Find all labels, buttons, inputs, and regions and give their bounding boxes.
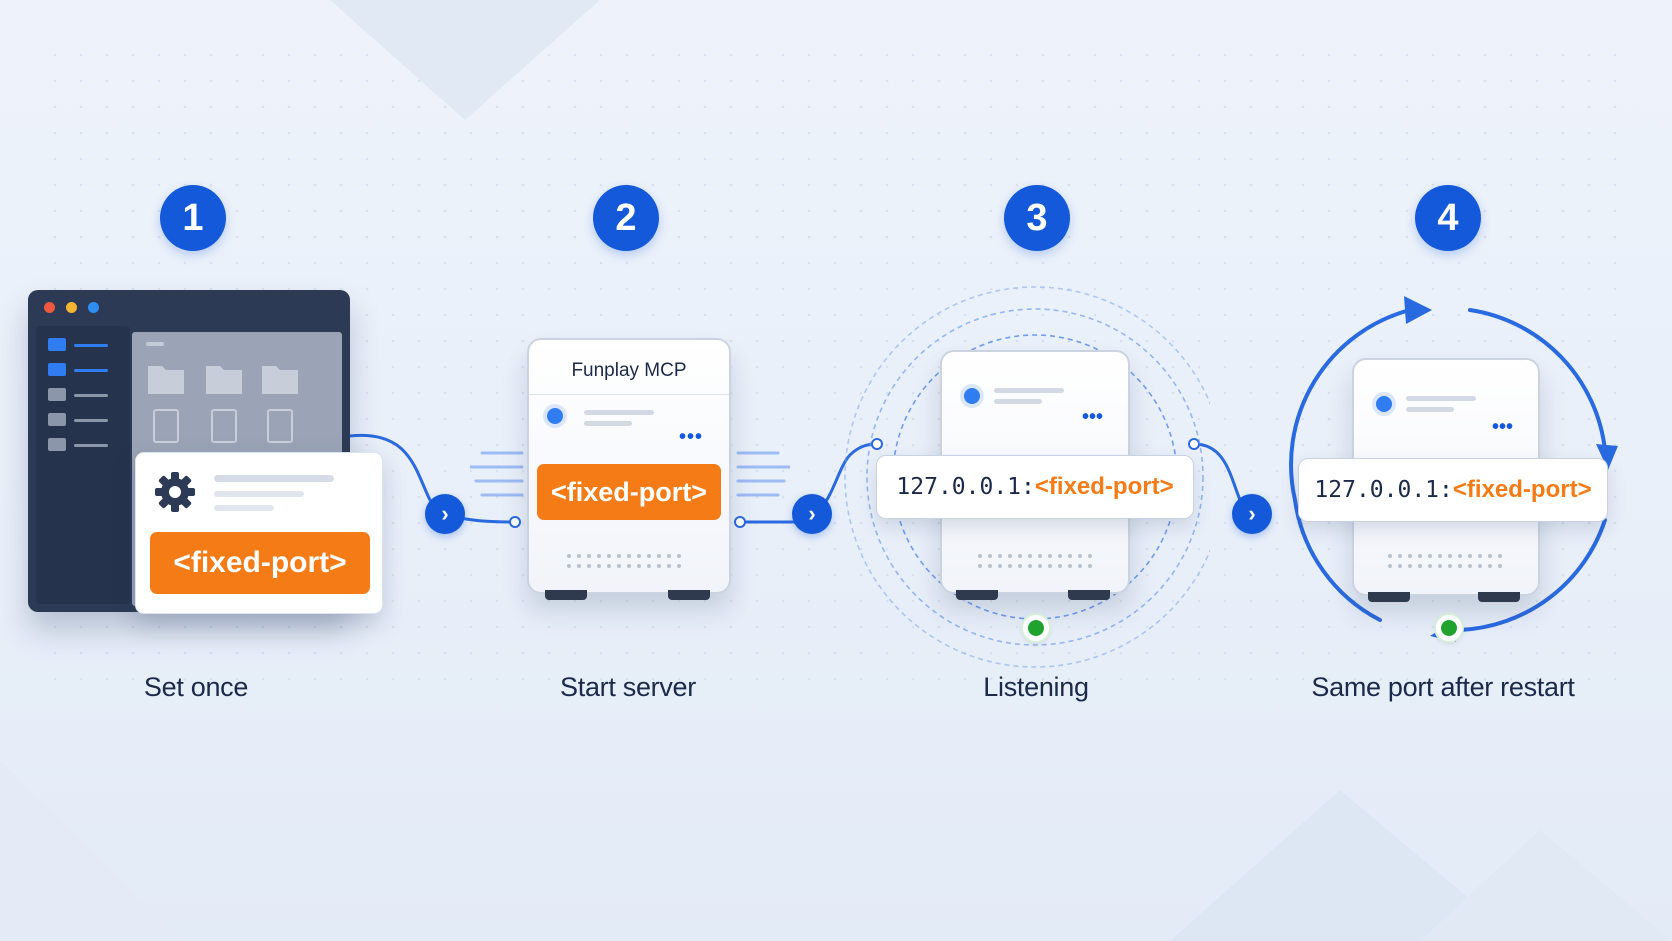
step-3-badge: 3	[1004, 185, 1070, 251]
step-3-caption: Listening	[983, 672, 1089, 702]
restart-port: <fixed-port>	[1452, 476, 1592, 503]
step-4-caption: Same port after restart	[1311, 672, 1575, 702]
vent-grille-icon	[1388, 554, 1502, 568]
window-minimize-dot	[66, 302, 77, 313]
window-close-dot	[44, 302, 55, 313]
more-options-icon: •••	[1492, 416, 1514, 438]
window-maximize-dot	[88, 302, 99, 313]
server-status-light	[964, 388, 980, 404]
listening-port: <fixed-port>	[1034, 473, 1174, 500]
server-status-light	[547, 408, 563, 424]
restart-address-card: 127.0.0.1:<fixed-port>	[1298, 458, 1608, 522]
listening-address: 127.0.0.1:	[896, 474, 1035, 500]
speed-lines-icon	[470, 451, 790, 497]
file-grid-icons	[146, 342, 298, 443]
gear-icon	[155, 472, 195, 512]
restart-cycle-icon	[1289, 296, 1618, 642]
restart-address: 127.0.0.1:	[1314, 477, 1453, 503]
vent-grille-icon	[567, 554, 681, 568]
server-port-badge: <fixed-port>	[537, 464, 721, 520]
step-2-badge: 2	[593, 185, 659, 251]
step-1-badge: 1	[160, 185, 226, 251]
vent-grille-icon	[978, 554, 1092, 568]
settings-text-line	[214, 505, 274, 511]
next-step-arrow-2: ›	[792, 494, 832, 534]
fixed-port-field[interactable]: <fixed-port>	[150, 532, 370, 594]
settings-text-line	[214, 491, 304, 497]
step-2-caption: Start server	[560, 672, 696, 702]
more-options-icon: •••	[679, 426, 704, 448]
online-status-dot	[1436, 615, 1462, 641]
online-status-dot	[1023, 615, 1049, 641]
next-step-arrow-3: ›	[1232, 494, 1272, 534]
funplay-mcp-server: Funplay MCP ••• <fixed-port>	[527, 338, 731, 594]
server-status-light	[1376, 396, 1392, 412]
window-sidebar	[36, 326, 130, 604]
more-options-icon: •••	[1082, 406, 1104, 428]
step-1-caption: Set once	[143, 672, 249, 702]
sidebar-folder-icons	[48, 338, 108, 451]
port-settings-card: <fixed-port>	[135, 452, 383, 614]
listening-address-card: 127.0.0.1:<fixed-port>	[876, 455, 1194, 519]
step-4-badge: 4	[1415, 185, 1481, 251]
next-step-arrow-1: ›	[425, 494, 465, 534]
server-title: Funplay MCP	[571, 360, 687, 381]
settings-text-line	[214, 475, 334, 482]
